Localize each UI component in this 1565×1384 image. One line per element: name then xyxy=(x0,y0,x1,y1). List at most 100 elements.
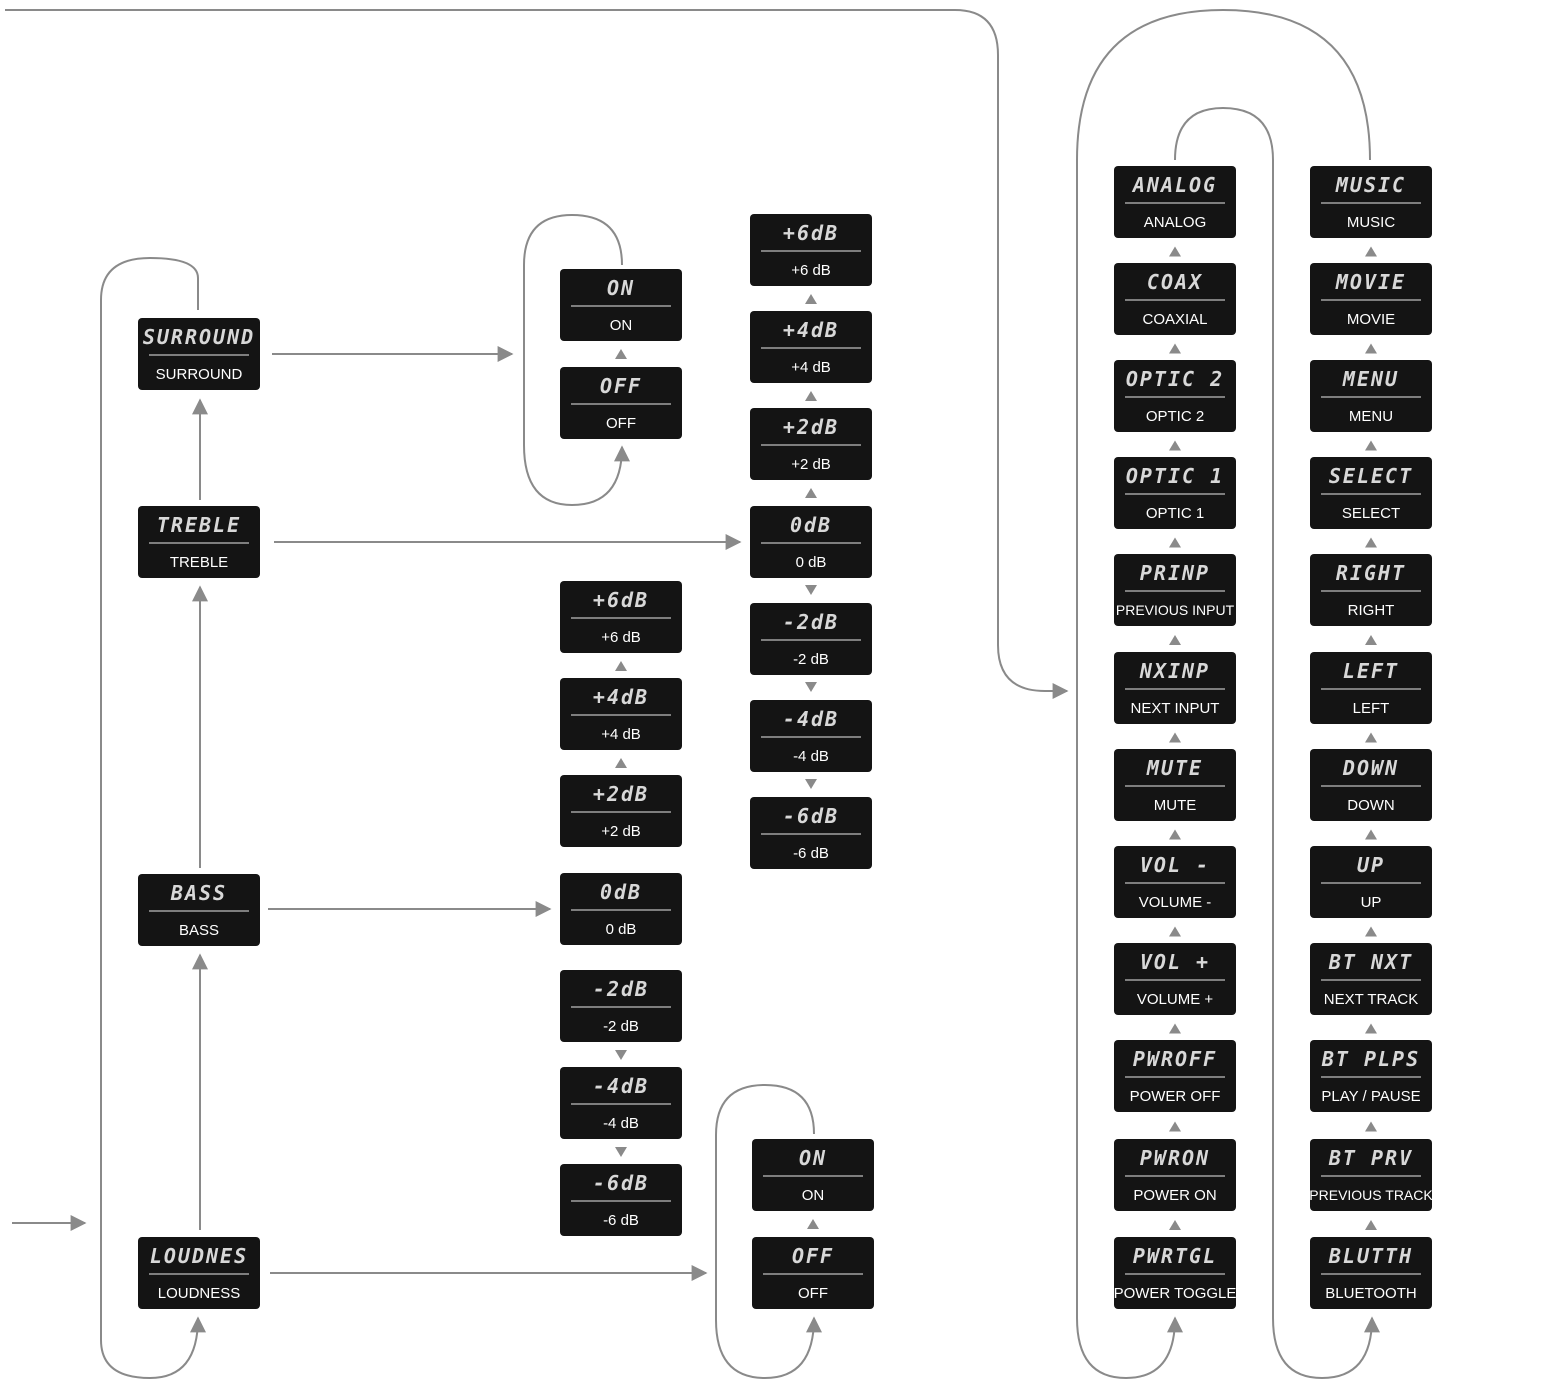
bass-minus-2-db-box: -2dB -2 dB xyxy=(560,970,682,1042)
up-arrow-icon xyxy=(1365,1121,1377,1132)
box-caption: -6 dB xyxy=(793,845,829,862)
lcd-readout: LEFT xyxy=(1343,659,1399,683)
lcd-readout: MUSIC xyxy=(1335,173,1406,197)
bass-plusminus-2-db-box: +2dB+2 dB xyxy=(560,775,682,847)
lcd-readout: BT PRV xyxy=(1328,1146,1413,1170)
box-background xyxy=(752,1237,874,1309)
box-background xyxy=(1310,263,1432,335)
lcd-readout: -2dB xyxy=(593,977,649,1001)
lcd-readout: +2dB xyxy=(593,782,649,806)
loudness-options-loop-connector xyxy=(715,1083,822,1380)
up-arrow-icon xyxy=(805,294,817,304)
treble-plusminus-2-db-box: +2dB+2 dB xyxy=(750,408,872,480)
box-background xyxy=(750,797,872,869)
up-arrow-icon xyxy=(615,661,627,671)
up-arrow-icon xyxy=(1169,1023,1181,1034)
box-caption: ON xyxy=(610,317,633,334)
treble-minus-4-db-box: -4dB-4 dB xyxy=(750,700,872,772)
box-background xyxy=(1310,749,1432,821)
box-caption: ON xyxy=(802,1187,825,1204)
box-background xyxy=(1310,360,1432,432)
box-background xyxy=(752,1139,874,1211)
box-caption: POWER TOGGLE xyxy=(1114,1285,1237,1302)
box-background xyxy=(1310,652,1432,724)
box-caption: -4 dB xyxy=(603,1115,639,1132)
box-background xyxy=(1114,457,1236,529)
display-boxes: SURROUNDSURROUNDTREBLETREBLEBASSBASSLOUD… xyxy=(138,166,1433,1309)
lcd-readout: -4dB xyxy=(593,1074,649,1098)
box-background xyxy=(1114,1139,1236,1211)
lcd-readout: UP xyxy=(1357,853,1385,877)
lcd-readout: OPTIC 2 xyxy=(1126,367,1224,391)
box-background xyxy=(1114,1040,1236,1112)
lcd-readout: -4dB xyxy=(783,707,839,731)
box-caption: VOLUME + xyxy=(1137,991,1214,1008)
box-background xyxy=(560,775,682,847)
box-background xyxy=(750,506,872,578)
box-background xyxy=(1114,943,1236,1015)
lcd-readout: LOUDNES xyxy=(150,1244,248,1268)
lcd-readout: VOL - xyxy=(1140,853,1210,877)
control-next-track-box: BT NXT NEXT TRACK xyxy=(1310,943,1432,1015)
box-caption: -2 dB xyxy=(603,1018,639,1035)
lcd-readout: +6dB xyxy=(593,588,649,612)
control-music-box: MUSIC MUSIC xyxy=(1310,166,1432,238)
bass-plusminus-4-db-box: +4dB+4 dB xyxy=(560,678,682,750)
box-caption: -6 dB xyxy=(603,1212,639,1229)
box-caption: MUTE xyxy=(1154,797,1197,814)
box-caption: -2 dB xyxy=(793,651,829,668)
box-background xyxy=(560,367,682,439)
box-caption: +4 dB xyxy=(601,726,641,743)
box-caption: BASS xyxy=(179,922,219,939)
up-arrow-icon xyxy=(1365,732,1377,743)
box-background xyxy=(1114,263,1236,335)
lcd-readout: PWROFF xyxy=(1133,1047,1217,1071)
up-arrow-icon xyxy=(1169,635,1181,645)
box-caption: MUSIC xyxy=(1347,214,1396,231)
lcd-readout: BT NXT xyxy=(1328,950,1413,974)
box-caption: +2 dB xyxy=(791,456,831,473)
lcd-readout: VOL + xyxy=(1140,950,1210,974)
lcd-readout: MUTE xyxy=(1146,756,1203,780)
box-background xyxy=(1114,1237,1236,1309)
up-arrow-icon xyxy=(1365,537,1377,548)
up-arrow-icon xyxy=(1365,343,1377,354)
box-background xyxy=(1310,1237,1432,1309)
box-background xyxy=(560,1164,682,1236)
lcd-readout: DOWN xyxy=(1342,756,1399,780)
box-background xyxy=(1114,652,1236,724)
up-arrow-icon xyxy=(805,488,817,498)
up-arrow-icon xyxy=(1169,246,1181,257)
box-caption: NEXT TRACK xyxy=(1324,991,1418,1008)
main-return-connector xyxy=(5,9,1069,699)
box-background xyxy=(1114,749,1236,821)
box-background xyxy=(560,1067,682,1139)
lcd-readout: OFF xyxy=(600,374,642,398)
box-caption: OPTIC 1 xyxy=(1146,505,1204,522)
box-background xyxy=(1114,846,1236,918)
down-arrow-icon xyxy=(805,779,817,789)
up-arrow-icon xyxy=(1169,732,1181,743)
surround-options-loop-connector xyxy=(523,213,630,507)
box-background xyxy=(1310,457,1432,529)
down-arrow-icon xyxy=(805,585,817,595)
treble-minus-6-db-box: -6dB -6 dB xyxy=(750,797,872,869)
lcd-readout: -6dB xyxy=(783,804,839,828)
